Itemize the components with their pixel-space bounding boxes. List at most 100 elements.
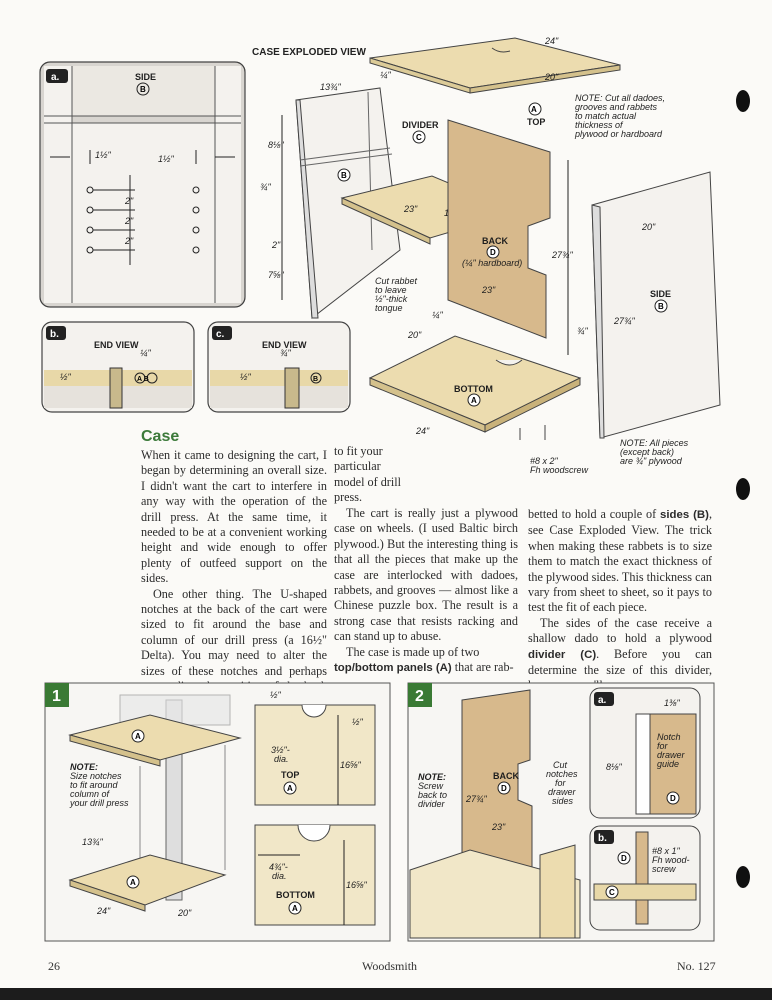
figure-1: 1 A A NOTE: Size notches to fit around c…: [44, 682, 391, 942]
ev-dim-3-4: ¾": [260, 182, 272, 192]
detail-a-dim-left: 1½": [95, 150, 112, 160]
fig2-detail-b-circle2: C: [609, 888, 615, 897]
ev-side-small-letter: B: [341, 171, 347, 180]
fig1-top-h: 16⅝": [340, 760, 362, 770]
ev-dim-13-3-4: 13¾": [320, 82, 342, 92]
ev-top-depth: 24": [544, 36, 559, 46]
svg-text:NOTE: Cut all dadoes,: NOTE: Cut all dadoes,: [575, 93, 665, 103]
fig2-detail-b-circle1: D: [621, 854, 627, 863]
svg-text:for: for: [657, 741, 669, 751]
fig2-detail-b-screw: #8 x 1" Fh wood- screw: [652, 846, 690, 874]
article-col1-para-1: When it came to designing the cart, I be…: [141, 448, 327, 586]
detail-a-side-letter: B: [140, 85, 146, 94]
detail-a-letter: a.: [51, 72, 60, 83]
exploded-view-title: CASE EXPLODED VIEW: [252, 47, 366, 58]
ev-top-label: TOP: [527, 117, 545, 127]
svg-text:your drill press: your drill press: [69, 798, 129, 808]
fig2-detail-b-letter: b.: [598, 833, 607, 844]
detail-a-dim-s3: 2": [124, 236, 134, 246]
ev-side-letter: B: [658, 302, 664, 311]
fig1-top-label: TOP: [281, 770, 299, 780]
svg-text:to leave: to leave: [375, 285, 407, 295]
detail-c-dim-top: ¾": [280, 348, 292, 358]
ev-dim-2: 2": [271, 240, 281, 250]
fig2-h: 27¾": [465, 794, 488, 804]
article-col3-bold-1: sides (B): [660, 509, 709, 521]
article-col3-text-c: The sides of the case receive a shallow …: [528, 615, 712, 646]
svg-text:screw: screw: [652, 864, 676, 874]
fig1-bottom-letter: A: [292, 904, 298, 913]
article-column-2-top: to fit your particular model of drill pr…: [334, 444, 414, 506]
drawing-notes: NOTE: All pieces (except back) are ¾" pl…: [530, 438, 689, 475]
article-col3-bold-2: divider (C): [528, 648, 597, 661]
detail-c: c. END VIEW ¾" B ½": [207, 321, 351, 413]
detail-c-title: END VIEW: [262, 340, 307, 350]
detail-b: b. END VIEW ¼" A B ½": [41, 321, 195, 413]
ev-side-w: 20": [641, 222, 656, 232]
ev-back-label: BACK: [482, 236, 508, 246]
article-heading: Case: [141, 428, 180, 445]
fig1-letter-bottom: A: [130, 878, 136, 887]
article-column-3: betted to hold a couple of sides (B), se…: [528, 507, 712, 694]
svg-text:plywood or hardboard: plywood or hardboard: [574, 129, 663, 139]
svg-text:guide: guide: [657, 759, 679, 769]
svg-text:divider: divider: [418, 799, 446, 809]
footer-page-number: 26: [48, 959, 60, 973]
svg-text:for: for: [555, 778, 567, 788]
figure-2: 2 BACK D 27¾" 23" NOTE: Screw back to di…: [407, 682, 715, 942]
ev-bottom-letter: A: [471, 396, 477, 405]
detail-a: a. SIDE B 1½" 1½" 2" 2" 2": [39, 61, 246, 308]
svg-text:NOTE: All pieces: NOTE: All pieces: [620, 438, 689, 448]
svg-text:NOTE:: NOTE:: [418, 772, 446, 782]
svg-text:Size notches: Size notches: [70, 771, 122, 781]
fig2-cut-note: Cut notches for drawer sides: [546, 760, 578, 806]
ev-note-top: NOTE: Cut all dadoes, grooves and rabbet…: [574, 93, 665, 139]
fig2-w: 23": [491, 822, 506, 832]
fig1-top-d-half: ½": [270, 690, 282, 700]
fig1-letter-top: A: [135, 732, 141, 741]
ev-dim-3-4b: ¾": [577, 326, 589, 336]
drawing-figures: 1 A A NOTE: Size notches to fit around c…: [44, 682, 715, 942]
fig2-detail-a-letter: a.: [598, 695, 607, 706]
svg-text:drawer: drawer: [548, 787, 577, 797]
svg-text:Screw: Screw: [418, 781, 444, 791]
article-col3-text-a: betted to hold a couple of: [528, 507, 661, 521]
svg-text:½"-thick: ½"-thick: [375, 294, 408, 304]
ev-screw-note: #8 x 2" Fh woodscrew: [530, 456, 589, 475]
ev-dim-8-1-8: 8⅛": [268, 140, 285, 150]
ev-bottom-d: 24": [415, 426, 430, 436]
svg-text:thickness of: thickness of: [575, 120, 624, 130]
binder-hole-3: [736, 866, 750, 888]
ev-top-width: 20": [544, 72, 559, 82]
ev-back-letter: D: [490, 248, 496, 257]
detail-b-dim-side: ½": [60, 372, 72, 382]
ev-side-label: SIDE: [650, 289, 671, 299]
fig1-top-dia: 3½"-: [271, 745, 290, 755]
detail-b-letter: b.: [50, 329, 59, 340]
svg-text:Fh woodscrew: Fh woodscrew: [530, 465, 589, 475]
ev-note-pieces: NOTE: All pieces (except back) are ¾" pl…: [620, 438, 689, 466]
ev-dim-7-5-8: 7⅝": [268, 270, 285, 280]
svg-text:Cut rabbet: Cut rabbet: [375, 276, 418, 286]
svg-text:#8 x 2": #8 x 2": [530, 456, 559, 466]
fig2-detail-a-dim-top: 1⅜": [664, 698, 681, 708]
binder-hole-1: [736, 90, 750, 112]
fig1-top-dia2: dia.: [274, 754, 289, 764]
article-col2-para-1: The cart is really just a plywood case o…: [334, 506, 518, 644]
fig1-dim-c: 20": [177, 908, 192, 918]
ev-side-h: 27¾": [613, 316, 636, 326]
ev-divider-letter: C: [416, 133, 422, 142]
svg-text:Fh wood-: Fh wood-: [652, 855, 690, 865]
fig1-note: NOTE: Size notches to fit around column …: [69, 762, 129, 808]
fig2-detail-a-dim-side: 8⅛": [606, 762, 623, 772]
svg-text:grooves and rabbets: grooves and rabbets: [575, 102, 658, 112]
fig1-bottom-label: BOTTOM: [276, 890, 315, 900]
svg-text:to fit around: to fit around: [70, 780, 119, 790]
footer-issue: No. 127: [677, 959, 716, 973]
fig1-top-d-half2: ½": [352, 717, 364, 727]
detail-a-side-label: SIDE: [135, 72, 156, 82]
svg-text:back to: back to: [418, 790, 447, 800]
fig2-back-letter: D: [501, 784, 507, 793]
scan-edge: [0, 988, 772, 1000]
